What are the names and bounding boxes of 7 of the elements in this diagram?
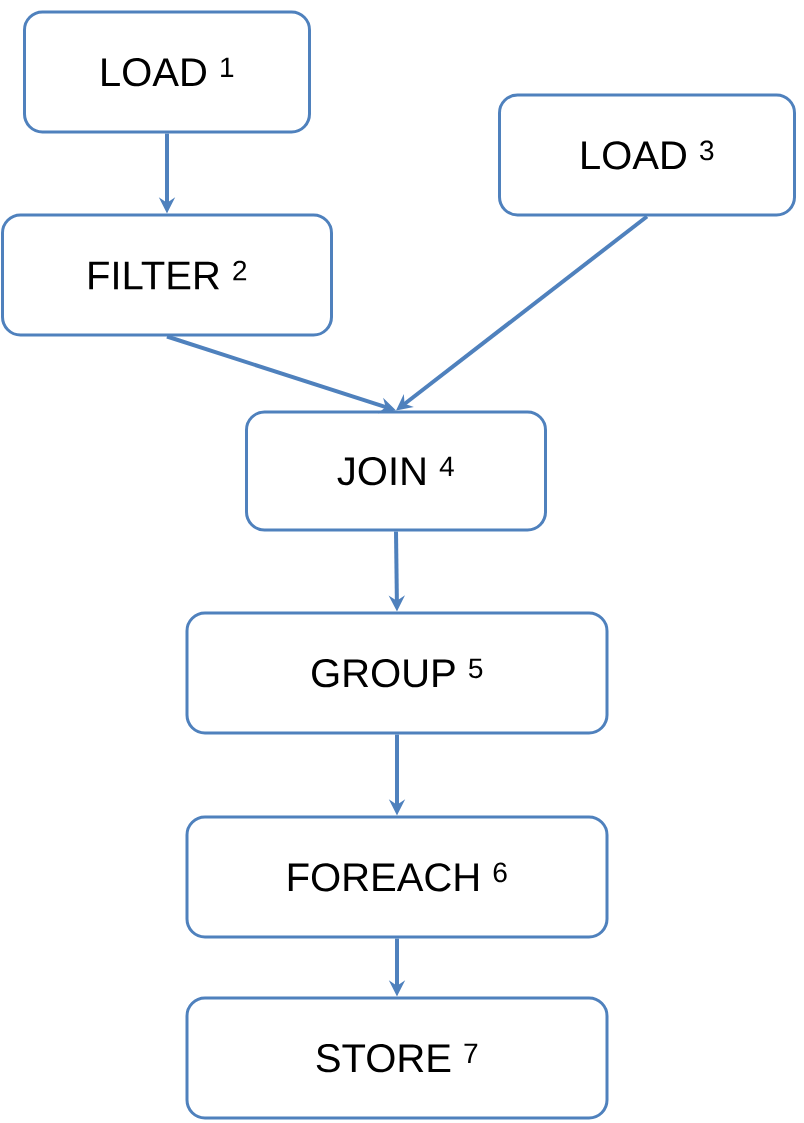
process-box: LOAD $^{3}$ xyxy=(498,93,796,217)
process-box: FILTER $^{2}$ xyxy=(1,213,333,337)
process-box: FOREACH $^{6}$ xyxy=(185,815,609,939)
process-box: JOIN $^{4}$ xyxy=(245,410,547,532)
process-box: STORE $^{7}$ xyxy=(185,996,609,1120)
process-box: LOAD $^{1}$ xyxy=(23,10,311,134)
process-box: GROUP $^{5}$ xyxy=(185,611,609,735)
